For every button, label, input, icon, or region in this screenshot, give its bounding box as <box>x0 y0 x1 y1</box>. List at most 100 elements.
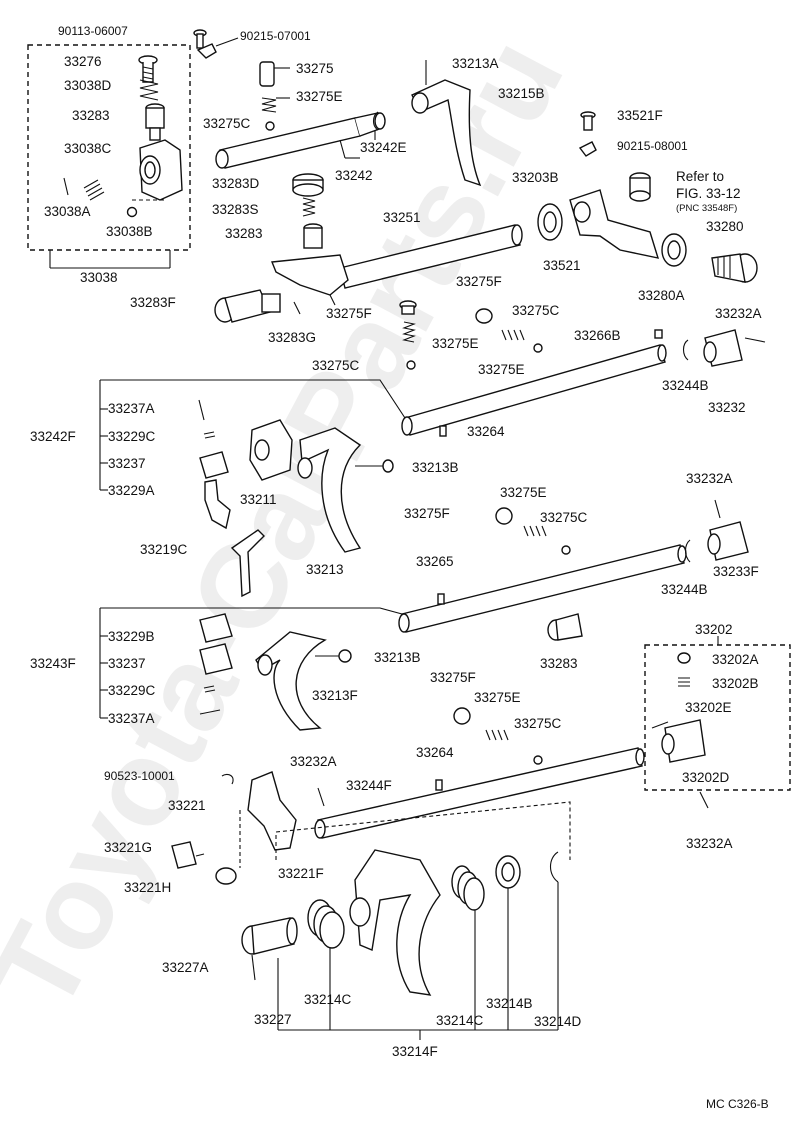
label-33243F: 33243F <box>30 656 76 671</box>
part-33280A-washer[interactable] <box>661 233 687 267</box>
part-33213-fork[interactable] <box>297 427 362 553</box>
part-33244B-a[interactable] <box>682 339 689 361</box>
part-33275E-e[interactable] <box>485 729 509 741</box>
part-33038D[interactable] <box>139 79 159 101</box>
part-33232A-b-pin[interactable] <box>714 499 721 519</box>
label-33229C-a: 33229C <box>108 429 156 444</box>
part-33237-a[interactable] <box>199 451 229 479</box>
label-33242: 33242 <box>335 168 373 183</box>
part-33521F[interactable] <box>580 111 596 131</box>
part-33038B[interactable] <box>126 206 138 218</box>
label-33202A: 33202A <box>712 652 759 667</box>
part-33242F-shaft[interactable] <box>401 344 667 436</box>
part-33221G[interactable] <box>171 841 205 869</box>
part-33232[interactable] <box>703 329 743 367</box>
part-33229B[interactable] <box>199 613 233 643</box>
part-33227[interactable] <box>241 917 298 955</box>
part-33283S[interactable] <box>302 197 316 217</box>
part-33232A-d-pin[interactable] <box>699 791 709 809</box>
part-33244F-shaft[interactable] <box>314 747 645 839</box>
part-90215-07001[interactable] <box>196 43 217 59</box>
part-33213B-bolt-b[interactable] <box>315 649 352 663</box>
part-33229A[interactable] <box>204 479 231 530</box>
part-33275C-a[interactable] <box>265 121 275 131</box>
part-33213B-bolt-a[interactable] <box>355 459 394 473</box>
part-33214C-a[interactable] <box>307 899 345 949</box>
part-33275-a[interactable] <box>259 61 275 87</box>
part-33243F-shaft[interactable] <box>398 544 687 633</box>
part-33211[interactable] <box>249 419 293 481</box>
part-33275E-d[interactable] <box>523 525 547 537</box>
label-33251: 33251 <box>383 210 421 225</box>
part-33202E[interactable] <box>651 721 669 729</box>
part-33232A-a-pin[interactable] <box>744 337 766 343</box>
label-33283-b: 33283 <box>225 226 263 241</box>
label-33219C: 33219C <box>140 542 188 557</box>
part-33229C-b[interactable] <box>203 685 216 693</box>
part-33229C-a[interactable] <box>203 431 216 439</box>
part-33242E[interactable] <box>372 111 379 131</box>
part-33203B[interactable] <box>537 203 563 241</box>
part-33214B[interactable] <box>495 855 521 889</box>
part-33221H[interactable] <box>215 867 237 885</box>
label-90215-07001: 90215-07001 <box>240 29 311 43</box>
part-33251-shaft[interactable] <box>271 224 523 306</box>
part-33202D[interactable] <box>661 719 706 763</box>
part-33237A-b[interactable] <box>199 709 221 715</box>
part-33275F-d[interactable] <box>453 707 471 725</box>
part-33227A[interactable] <box>251 954 256 981</box>
part-33214C-b[interactable] <box>451 865 485 911</box>
label-33275E-d: 33275E <box>500 485 547 500</box>
ref-line1[interactable]: Refer to <box>676 169 724 184</box>
label-33264-b: 33264 <box>416 745 454 760</box>
part-33275C-b[interactable] <box>406 360 416 370</box>
part-33264-a[interactable] <box>439 425 447 437</box>
part-33275C-d[interactable] <box>561 545 571 555</box>
part-33283D[interactable] <box>292 173 324 197</box>
part-33275F-b[interactable] <box>475 308 493 324</box>
part-33038A-pin[interactable] <box>63 177 69 196</box>
part-33244B-b[interactable] <box>684 539 691 563</box>
part-33215B-fork[interactable] <box>411 79 482 187</box>
part-33232A-c-pin[interactable] <box>317 787 325 807</box>
part-ref-sleeve <box>629 172 651 202</box>
part-33275E-b[interactable] <box>402 321 416 343</box>
label-90215-08001: 90215-08001 <box>617 139 688 153</box>
part-33237-b[interactable] <box>199 643 233 675</box>
part-33275C-e[interactable] <box>533 755 543 765</box>
part-33280[interactable] <box>711 253 758 283</box>
part-33265[interactable] <box>437 593 445 605</box>
part-33038A-spring[interactable] <box>83 179 105 201</box>
part-33283-a[interactable] <box>145 103 165 141</box>
part-33219C[interactable] <box>230 529 265 598</box>
part-90113-06007[interactable] <box>193 29 207 49</box>
part-33283-c[interactable] <box>547 613 583 641</box>
part-33283F[interactable] <box>214 289 281 323</box>
part-33283G[interactable] <box>293 301 301 315</box>
part-33275F-a[interactable] <box>399 300 417 315</box>
label-33202E: 33202E <box>685 700 732 715</box>
part-33276[interactable] <box>138 55 158 83</box>
ref-line2[interactable]: FIG. 33-12 <box>676 186 741 201</box>
part-90523-10001[interactable] <box>221 773 234 785</box>
part-33202B[interactable] <box>678 677 690 687</box>
part-90215-08001[interactable] <box>578 141 597 157</box>
part-33233F[interactable] <box>707 521 749 561</box>
part-33283-b[interactable] <box>303 223 323 249</box>
part-33202A[interactable] <box>677 652 691 664</box>
part-33213F-fork[interactable] <box>255 631 327 731</box>
part-33038C[interactable] <box>132 139 183 201</box>
part-33275E-c[interactable] <box>501 329 525 341</box>
part-33242-shaft[interactable] <box>215 112 386 169</box>
part-33275F-c[interactable] <box>495 507 513 525</box>
part-33214D[interactable] <box>549 851 559 883</box>
part-33275E-a[interactable] <box>261 97 277 113</box>
part-33521-bracket[interactable] <box>569 189 660 259</box>
part-33264-b[interactable] <box>435 779 443 791</box>
part-33275C-c[interactable] <box>533 343 543 353</box>
part-33266B[interactable] <box>654 329 663 339</box>
label-33275C-a: 33275C <box>203 116 251 131</box>
part-33214F-fork[interactable] <box>349 849 441 996</box>
part-33237A-a[interactable] <box>198 399 205 421</box>
part-33221[interactable] <box>247 771 297 851</box>
